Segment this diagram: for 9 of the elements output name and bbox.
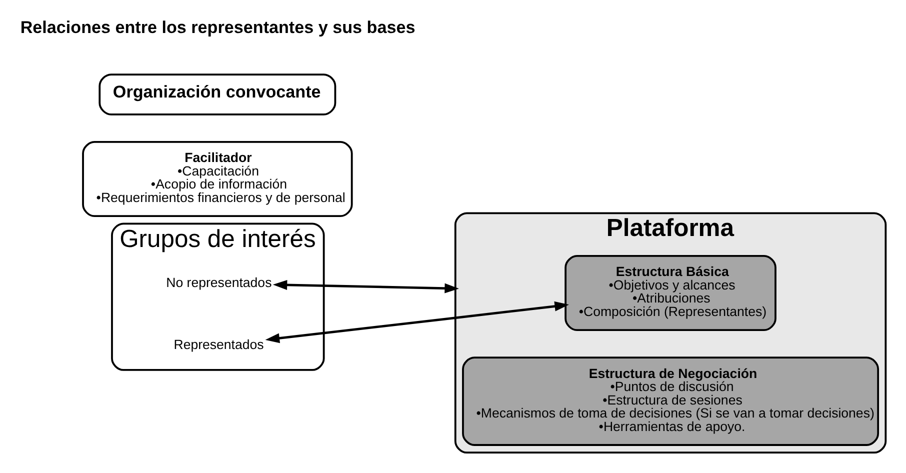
node-box: Estructura de Negociación •Puntos de discusión •Estructura de sesiones •Mecanismos de toma de decisiones (Si se van a tomar decisiones) •Herramientas de apoyo. xyxy=(462,356,880,446)
arrow xyxy=(272,280,459,294)
node-text: Representados xyxy=(174,336,264,352)
node-box: Organización convocante xyxy=(98,74,336,116)
node-text: No representados xyxy=(166,275,272,290)
label: Relaciones entre los representantes y sus bases xyxy=(20,18,416,38)
node-box: Facilitador •Capacitación •Acopio de información •Requerimientos financieros y de personal xyxy=(82,141,353,218)
arrow xyxy=(265,301,569,344)
node-box: Estructura Básica •Objetivos y alcances •Atribuciones •Composición (Representantes) xyxy=(564,255,776,332)
